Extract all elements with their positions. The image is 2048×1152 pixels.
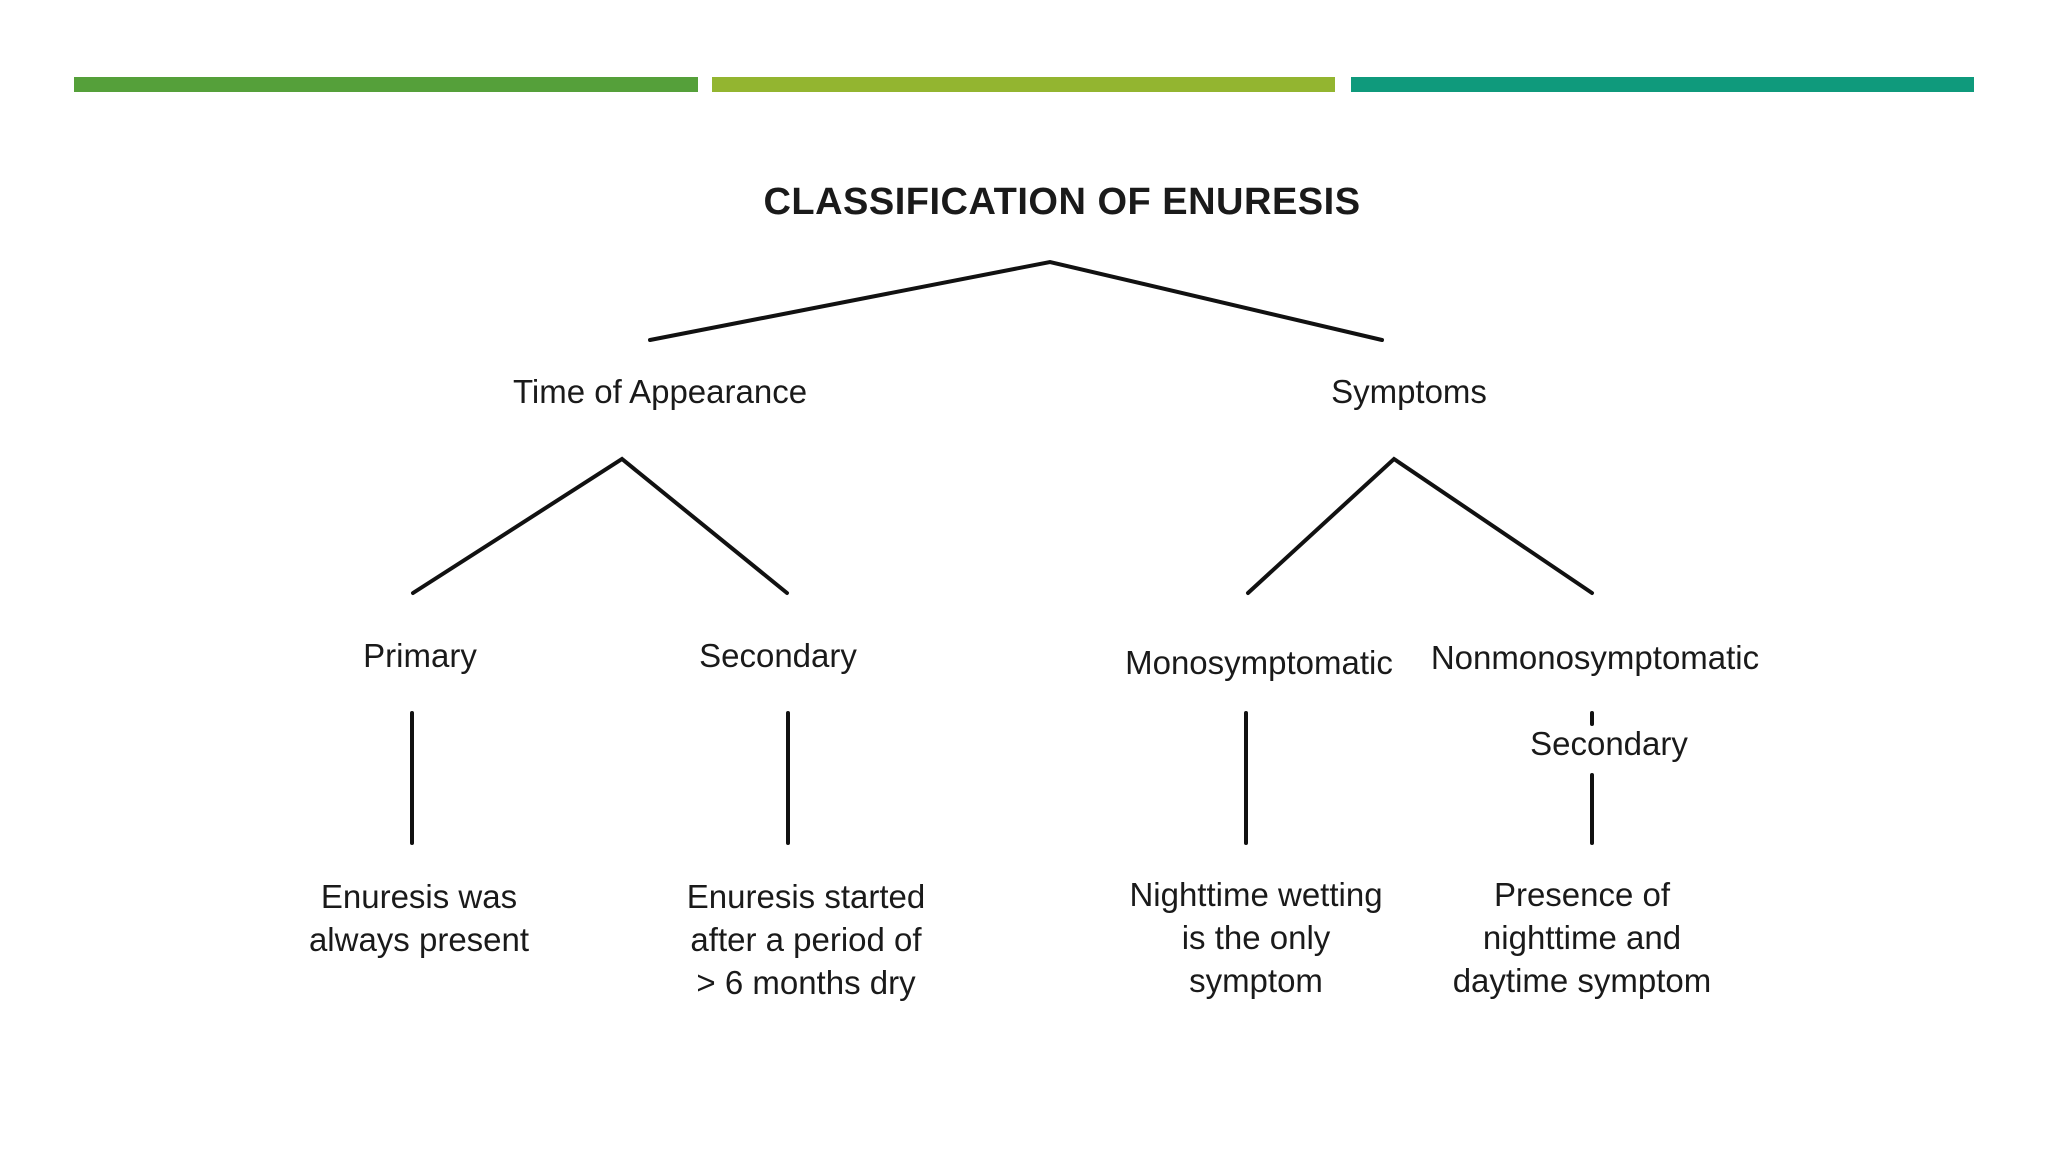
accent-bar-green: [74, 77, 698, 92]
primary-description: Enuresis was always present: [309, 878, 529, 958]
mono-description-line: is the only: [1182, 919, 1331, 956]
primary-description-line: always present: [309, 921, 529, 958]
nonmono-description: Presence of nighttime and daytime sympto…: [1453, 876, 1712, 999]
accent-bar-lime: [712, 77, 1335, 92]
node-primary: Primary: [363, 637, 477, 674]
secondary-description-line: Enuresis started: [687, 878, 925, 915]
mono-description: Nighttime wetting is the only symptom: [1129, 876, 1382, 999]
secondary-description-line: after a period of: [690, 921, 922, 958]
node-time-of-appearance: Time of Appearance: [513, 373, 807, 410]
secondary-description: Enuresis started after a period of > 6 m…: [687, 878, 925, 1001]
time-connector: [411, 456, 789, 595]
diagram-title: CLASSIFICATION OF ENURESIS: [763, 181, 1360, 223]
node-monosymptomatic: Monosymptomatic: [1125, 644, 1393, 681]
mono-description-line: symptom: [1189, 962, 1323, 999]
symptoms-connector: [1246, 456, 1594, 595]
node-secondary: Secondary: [699, 637, 857, 674]
secondary-description-line: > 6 months dry: [696, 964, 916, 1001]
nonmono-description-line: Presence of: [1494, 876, 1671, 913]
node-nonmonosymptomatic: Nonmonosymptomatic: [1431, 639, 1759, 676]
root-connector: [648, 259, 1384, 342]
nonmono-description-line: nighttime and: [1483, 919, 1681, 956]
mono-description-line: Nighttime wetting: [1129, 876, 1382, 913]
accent-bar-teal: [1351, 77, 1974, 92]
nonmono-description-line: daytime symptom: [1453, 962, 1712, 999]
node-symptoms: Symptoms: [1331, 373, 1487, 410]
primary-description-line: Enuresis was: [321, 878, 517, 915]
nonmono-secondary-note: Secondary: [1530, 725, 1688, 762]
